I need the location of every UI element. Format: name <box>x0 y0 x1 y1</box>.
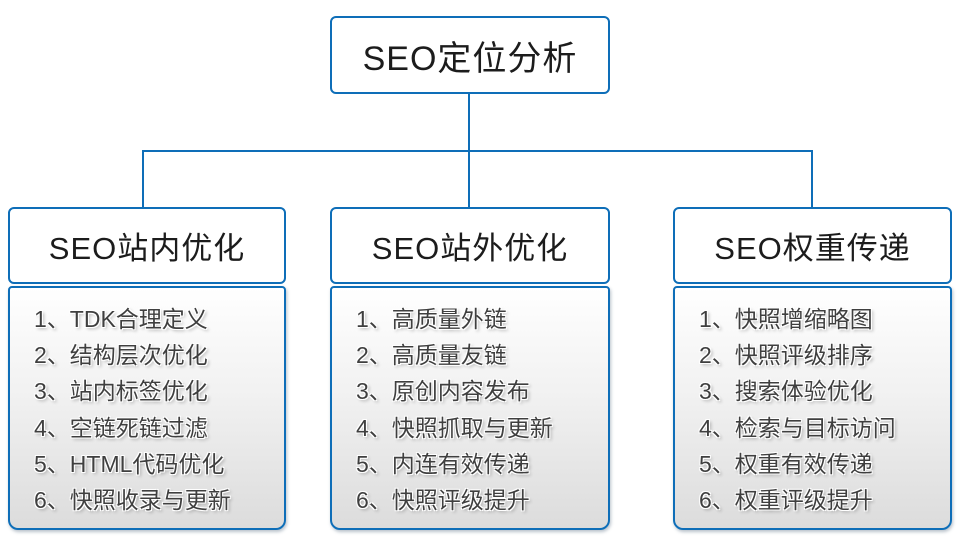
list-item: 3、原创内容发布 <box>356 378 530 405</box>
list-item: 2、高质量友链 <box>356 342 507 369</box>
list-item: 3、站内标签优化 <box>34 378 208 405</box>
branch-list-onsite: 1、TDK合理定义 2、结构层次优化 3、站内标签优化 4、空链死链过滤 5、H… <box>8 286 286 530</box>
list-item: 5、内连有效传递 <box>356 450 530 477</box>
connector-root-drop <box>468 94 470 151</box>
list-item: 2、快照评级排序 <box>699 342 873 369</box>
branch-title: SEO站内优化 <box>48 231 246 266</box>
list-item: 1、TDK合理定义 <box>34 306 208 332</box>
list-item: 1、高质量外链 <box>356 306 507 332</box>
list-item: 6、快照收录与更新 <box>34 486 231 513</box>
list-item: 4、空链死链过滤 <box>34 414 208 441</box>
root-node-seo-positioning: SEO定位分析 <box>330 16 610 94</box>
branch-header-weight: SEO权重传递 <box>673 207 952 284</box>
branch-header-offsite: SEO站外优化 <box>330 207 610 284</box>
list-item: 3、搜索体验优化 <box>699 378 873 405</box>
list-item: 6、权重评级提升 <box>699 486 873 513</box>
list-item: 5、权重有效传递 <box>699 450 873 477</box>
branch-list-offsite: 1、高质量外链 2、高质量友链 3、原创内容发布 4、快照抓取与更新 5、内连有… <box>330 286 610 530</box>
branch-header-onsite: SEO站内优化 <box>8 207 286 284</box>
list-item: 4、快照抓取与更新 <box>356 414 553 441</box>
connector-drop-offsite <box>468 150 470 208</box>
connector-drop-weight <box>811 150 813 208</box>
list-item: 4、检索与目标访问 <box>699 414 896 441</box>
root-node-title: SEO定位分析 <box>362 39 578 78</box>
connector-drop-onsite <box>142 150 144 208</box>
list-item: 5、HTML代码优化 <box>34 450 225 477</box>
list-item: 6、快照评级提升 <box>356 486 530 513</box>
list-item: 2、结构层次优化 <box>34 342 208 369</box>
branch-title: SEO站外优化 <box>371 231 569 266</box>
branch-list-weight: 1、快照增缩略图 2、快照评级排序 3、搜索体验优化 4、检索与目标访问 5、权… <box>673 286 952 530</box>
branch-title: SEO权重传递 <box>714 231 911 266</box>
list-item: 1、快照增缩略图 <box>699 306 873 332</box>
connector-horizontal <box>142 150 813 152</box>
